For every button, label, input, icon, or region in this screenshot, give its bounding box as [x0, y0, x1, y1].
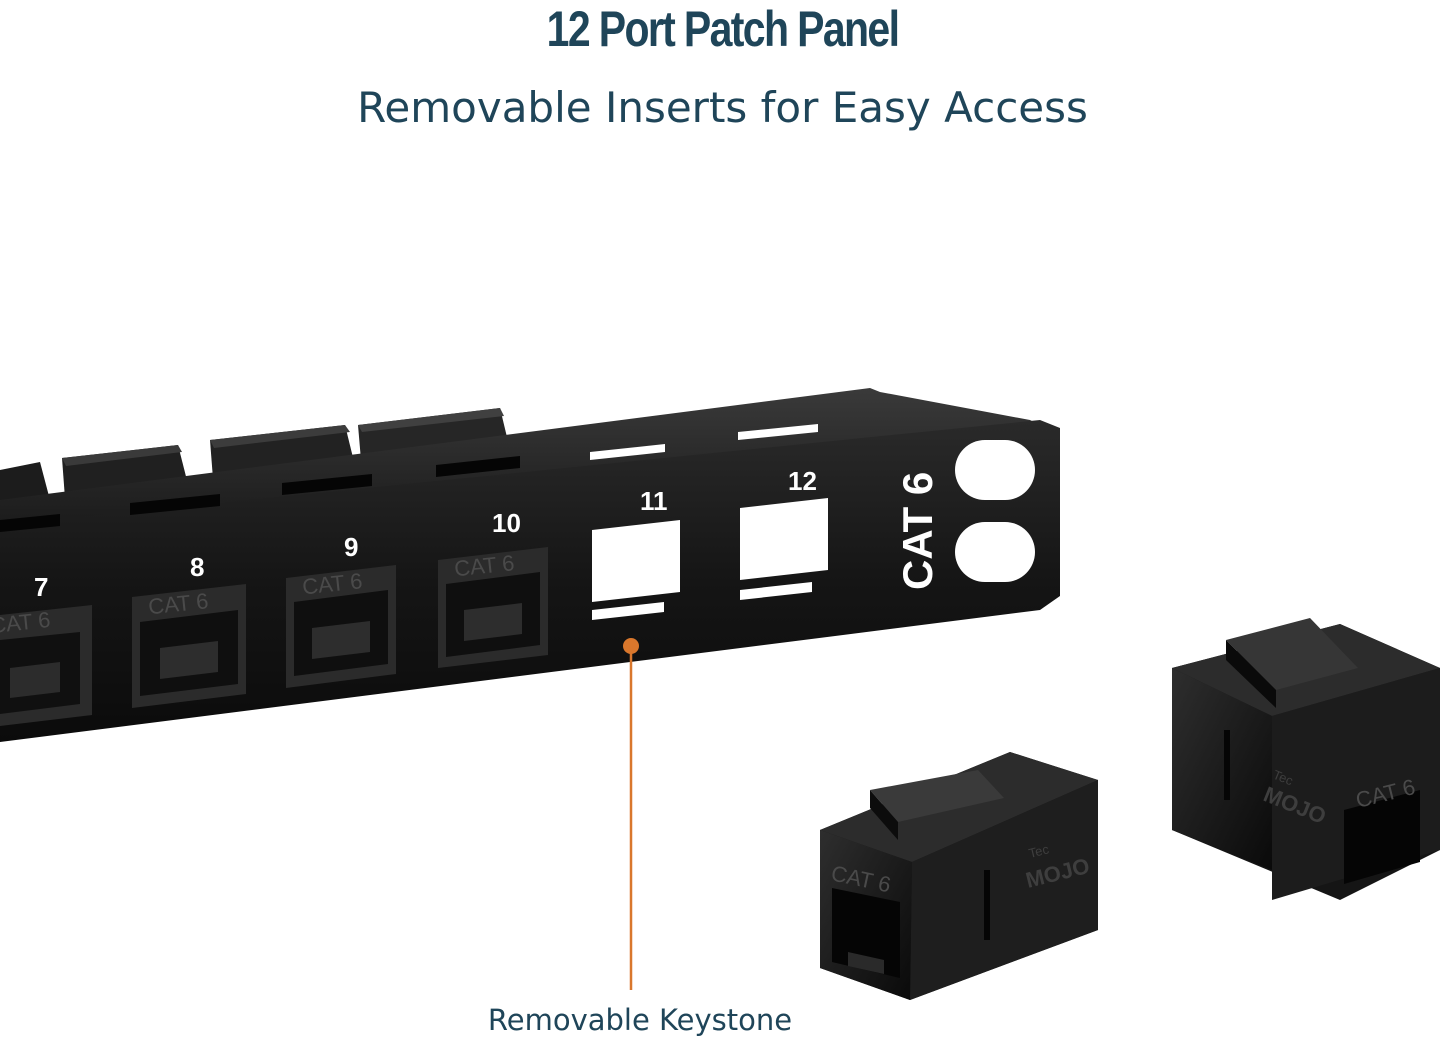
callout-pointer [623, 638, 639, 990]
panel-top-slots [590, 424, 818, 620]
port-7-jack [0, 605, 92, 726]
mounting-holes [955, 440, 1035, 582]
filled-ports [0, 547, 548, 726]
port-9-jack [286, 565, 396, 688]
port-number-11: 11 [640, 486, 668, 516]
port-10-jack [438, 547, 548, 668]
panel-top-flange [0, 388, 1045, 530]
port-number-10: 10 [492, 508, 521, 538]
port-number-9: 9 [344, 532, 358, 562]
port-numbers: 7 8 9 10 11 12 [34, 466, 817, 602]
page-subtitle: Removable Inserts for Easy Access [357, 83, 1088, 132]
callout-label: Removable Keystone [487, 1003, 793, 1037]
port-number-7: 7 [34, 572, 48, 602]
keystone-coupler-front: CAT 6 Tec MOJO [820, 752, 1098, 1000]
page-title: 12 Port Patch Panel [546, 1, 900, 57]
front-coupler-brand-small: Tec [1027, 841, 1051, 861]
port-number-8: 8 [190, 552, 204, 582]
port-8-jack [132, 584, 246, 708]
rear-coupler-brand-small: Tec [1271, 767, 1296, 789]
port-number-12: 12 [788, 466, 817, 496]
keystone-coupler-rear: CAT 6 Tec MOJO [1172, 618, 1440, 900]
panel-side-label: CAT 6 [894, 472, 941, 590]
empty-port-openings [592, 498, 828, 602]
panel-slots-dark [0, 456, 520, 532]
